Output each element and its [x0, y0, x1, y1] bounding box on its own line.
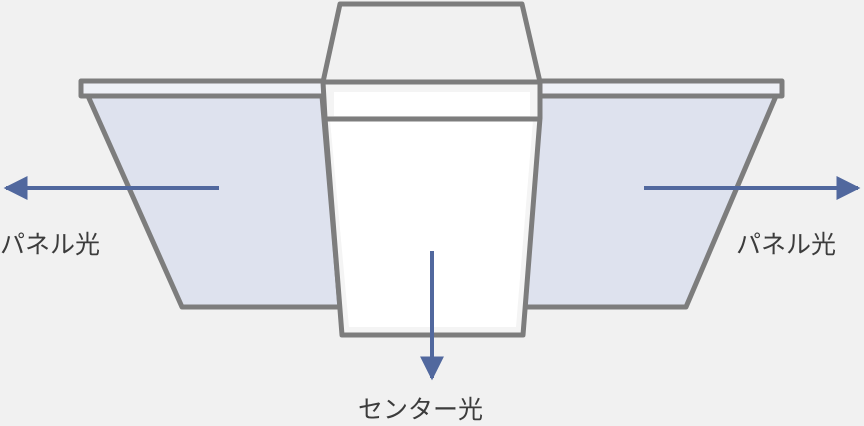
left-panel-light-label: パネル光 [0, 230, 100, 259]
right-panel-shape [522, 93, 779, 310]
right-panel-top-rim [535, 78, 785, 99]
center-inner-area [330, 120, 533, 327]
center-light-label: センター光 [358, 395, 483, 424]
left-panel-shape [85, 93, 343, 310]
left-panel-top-rim [78, 78, 329, 99]
center-band [334, 92, 530, 116]
center-top-cap [320, 1, 543, 85]
right-panel-light-label: パネル光 [736, 230, 836, 259]
